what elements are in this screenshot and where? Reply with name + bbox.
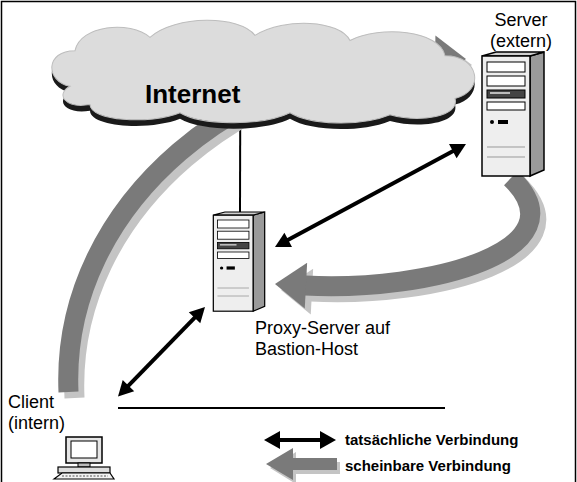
server-icon: [478, 52, 548, 177]
apparent-connection: [275, 178, 536, 315]
server-icon: [210, 212, 268, 312]
node-label: Server (extern): [476, 10, 566, 52]
legend-text: scheinbare Verbindung: [345, 457, 511, 475]
node-label: Client (intern): [8, 392, 86, 434]
client-pc-icon: [52, 436, 116, 480]
internet-cloud: Internet: [40, 15, 480, 127]
cloud-shape: [40, 15, 480, 127]
external-server: Server (extern): [466, 8, 566, 178]
network-line: [240, 127, 241, 212]
legend-sample-actual: [264, 431, 336, 449]
actual-connection: [275, 144, 466, 247]
node-label: Proxy-Server auf Bastion-Host: [255, 318, 425, 360]
legend-sample-apparent: [266, 448, 340, 482]
node-label: Internet: [145, 79, 285, 110]
actual-connection: [118, 307, 205, 396]
proxy-server: Proxy-Server auf Bastion-Host: [205, 212, 275, 312]
lan-line: [118, 407, 445, 409]
legend-text: tatsächliche Verbindung: [345, 431, 518, 449]
internal-client: Client (intern): [8, 392, 118, 480]
